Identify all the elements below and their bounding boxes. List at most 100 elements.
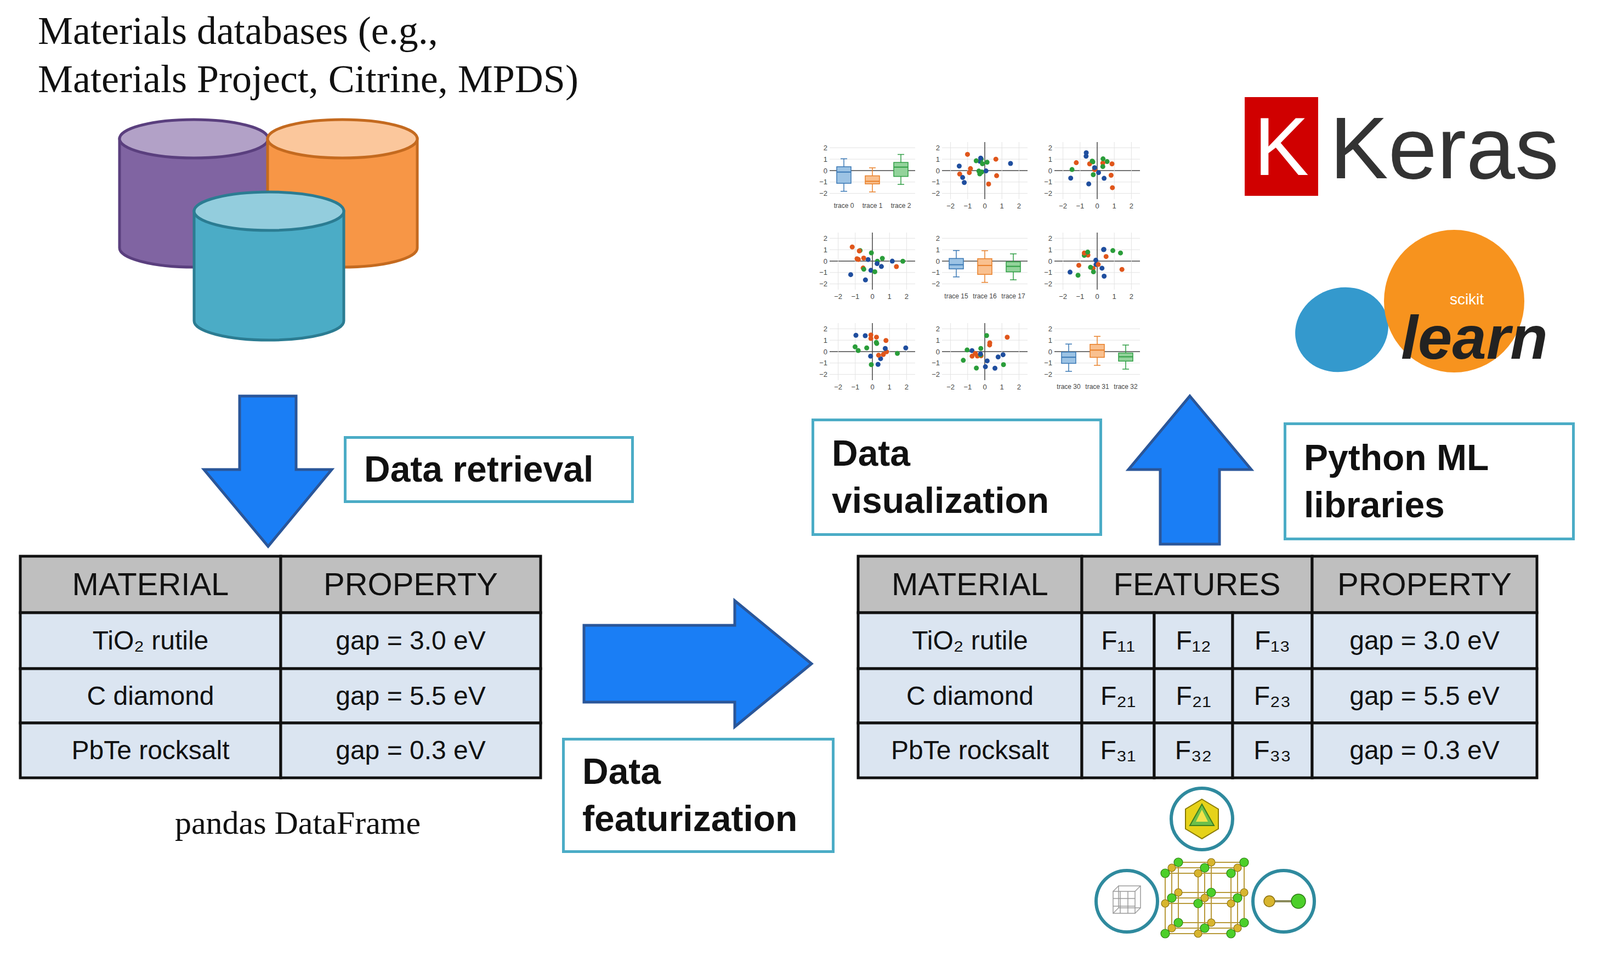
tick-label: 1	[812, 245, 828, 254]
tick-label: 2	[1048, 144, 1053, 152]
tick-label: −2	[1044, 189, 1053, 197]
scatter-plot	[857, 248, 862, 254]
tick-label: 0	[935, 348, 940, 356]
table-cell-text: gap = 0.3 eV	[1349, 734, 1500, 765]
scatter-plot	[956, 163, 962, 169]
tick-label: 2	[898, 291, 915, 301]
tick-label: 1	[1112, 292, 1117, 300]
crystal-structure	[1207, 858, 1216, 866]
scatter-plot	[906, 322, 907, 380]
tick-label: −2	[931, 189, 940, 197]
tick-label: −1	[959, 382, 977, 391]
tick-label: −2	[1058, 292, 1068, 300]
tick-label: −1	[963, 202, 972, 210]
table-cell	[1232, 722, 1313, 778]
tick-label: 1	[1048, 155, 1053, 163]
box-plot	[893, 162, 909, 177]
scatter-plot	[871, 232, 873, 290]
tick-label: 0	[1088, 201, 1106, 211]
tick-label: 1	[924, 335, 940, 345]
tick-label: 0	[812, 347, 828, 356]
tick-label: 2	[904, 383, 909, 391]
scatter-plot	[1067, 269, 1073, 275]
scatter-plot	[880, 256, 885, 262]
table-cell	[1154, 722, 1233, 778]
tick-label: 2	[1129, 292, 1134, 300]
lattice-icon	[1119, 891, 1121, 913]
tick-label: 0	[924, 166, 940, 175]
lattice-icon	[1118, 885, 1141, 908]
tick-label: 2	[1036, 233, 1053, 243]
scatter-plot	[1109, 185, 1115, 191]
table-cell-text: gap = 0.3 eV	[284, 725, 538, 775]
tick-label: 1	[823, 155, 828, 163]
scatter-plot	[1101, 247, 1106, 253]
table-cell-text: F₂₁	[1157, 671, 1230, 720]
step-label: Data visualization	[831, 429, 1082, 525]
table-header-cell	[1312, 555, 1537, 613]
table-cell-text: F₁₃	[1254, 625, 1291, 656]
scatter-plot	[1090, 172, 1096, 178]
crystal-structure	[1226, 868, 1236, 878]
box-plot	[840, 190, 848, 192]
table-cell	[1081, 722, 1155, 778]
scatter-plot	[1018, 322, 1020, 380]
crystal-structure	[1233, 893, 1242, 902]
tick-label: −2	[924, 279, 940, 289]
tick-label: 1	[1048, 336, 1053, 344]
tick-label: 1	[881, 291, 898, 301]
tick-label: 2	[823, 325, 828, 333]
scatter-plot	[869, 361, 875, 367]
tick-label: −2	[942, 382, 960, 391]
tick-label: 0	[976, 382, 994, 391]
tick-label: 1	[1105, 201, 1123, 211]
scatter-plot	[868, 332, 874, 338]
scatter-plot	[1018, 142, 1020, 200]
scatter-plot	[1093, 257, 1099, 263]
step-label: Python ML libraries	[1303, 434, 1555, 529]
tick-label: 2	[1017, 383, 1021, 391]
scatter-plot	[942, 142, 1028, 200]
tick-label: 1	[812, 335, 828, 345]
box-plot	[869, 191, 876, 193]
box-plot	[977, 258, 992, 275]
scatter-plot	[984, 322, 986, 380]
tick-label: 0	[864, 382, 881, 391]
box-plot	[865, 176, 880, 185]
scatter-plot	[1099, 265, 1105, 271]
tick-label: 0	[812, 256, 828, 266]
table-cell	[1154, 668, 1233, 723]
crystal-structure	[1207, 918, 1216, 927]
tick-label: trace 31	[1085, 383, 1109, 390]
table-cell-text: gap = 3.0 eV	[284, 615, 538, 666]
scatter-plot	[875, 361, 881, 367]
tick-label: −1	[963, 383, 972, 391]
table-cell-text: F₃₂	[1175, 734, 1213, 765]
scikit-logo-text: scikit	[1449, 291, 1484, 308]
scatter-plot	[869, 250, 875, 255]
table-cell-text: F₂₁	[1100, 680, 1136, 711]
box-plot	[829, 147, 916, 194]
scatter-plot	[864, 345, 870, 351]
tick-label: trace 15	[944, 292, 968, 300]
tick-label: 0	[982, 202, 987, 210]
tick-label: −1	[931, 359, 940, 367]
box-plot	[829, 159, 916, 160]
lattice-icon	[1113, 891, 1136, 913]
table-cell-text: F₃₁	[1099, 734, 1136, 765]
table-cell-text: PbTe rocksalt	[71, 734, 230, 765]
scikit-logo-blob	[1283, 274, 1401, 385]
scatter-plot	[1101, 273, 1107, 279]
scatter-plot	[862, 333, 868, 339]
tick-label: −2	[1044, 370, 1053, 378]
tick-label: trace 16	[972, 292, 997, 300]
table-caption: pandas DataFrame	[160, 799, 435, 846]
tick-label: −2	[1036, 189, 1053, 198]
crystal-structure	[1239, 917, 1249, 927]
table-cell-text: TiO₂ rutile	[861, 615, 1079, 666]
tick-label: 2	[823, 234, 828, 242]
box-plot	[1010, 253, 1017, 255]
database-cylinder	[267, 119, 418, 158]
table-cell	[1232, 668, 1313, 723]
table-cell-text: TiO₂ rutile	[911, 625, 1029, 656]
